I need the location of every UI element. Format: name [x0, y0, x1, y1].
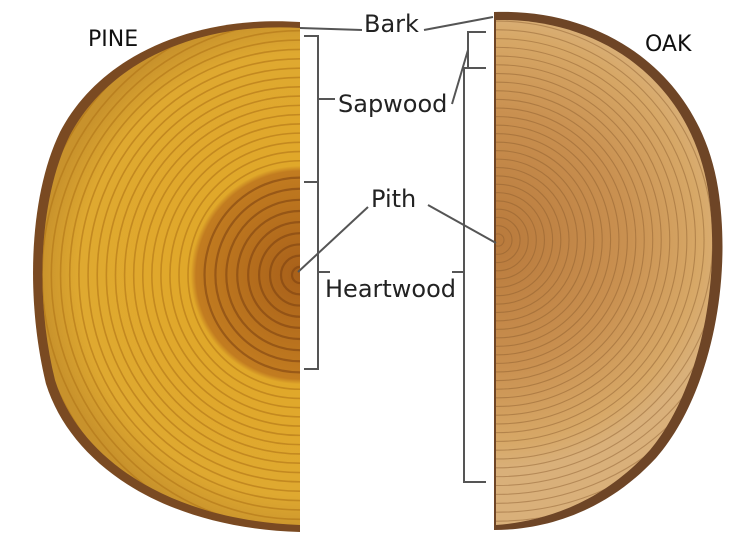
sapwood-label: Sapwood — [336, 90, 449, 118]
sapwood-leader-right — [452, 50, 468, 104]
heartwood-label: Heartwood — [323, 275, 458, 303]
bark-leader-right — [424, 17, 493, 30]
pine-sapwood-bracket — [304, 36, 318, 182]
pith-leader-right — [428, 205, 496, 243]
oak-heartwood-bracket — [464, 68, 486, 482]
bark-leader-left — [300, 28, 362, 30]
pith-label: Pith — [369, 185, 418, 213]
oak-sapwood-bracket — [468, 32, 486, 68]
pine-title: PINE — [88, 27, 138, 53]
pine-heartwood-bracket — [304, 182, 318, 369]
oak-title: OAK — [645, 32, 691, 58]
pith-leader-left — [298, 207, 368, 272]
pine-cross-section — [33, 3, 567, 533]
bark-label: Bark — [362, 10, 421, 38]
